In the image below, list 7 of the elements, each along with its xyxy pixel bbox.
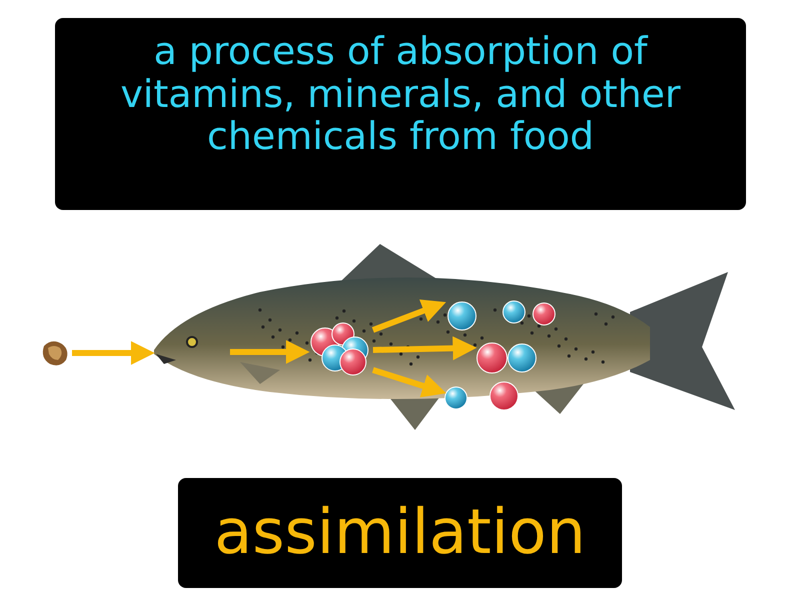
arrow <box>72 341 155 365</box>
term-text: assimilation <box>213 494 587 570</box>
arrow <box>372 336 477 360</box>
definition-text: a process of absorption of vitamins, minerals, and other chemicals from food <box>119 30 682 158</box>
arrow <box>372 299 446 333</box>
arrow <box>230 340 310 364</box>
arrow <box>372 367 446 398</box>
